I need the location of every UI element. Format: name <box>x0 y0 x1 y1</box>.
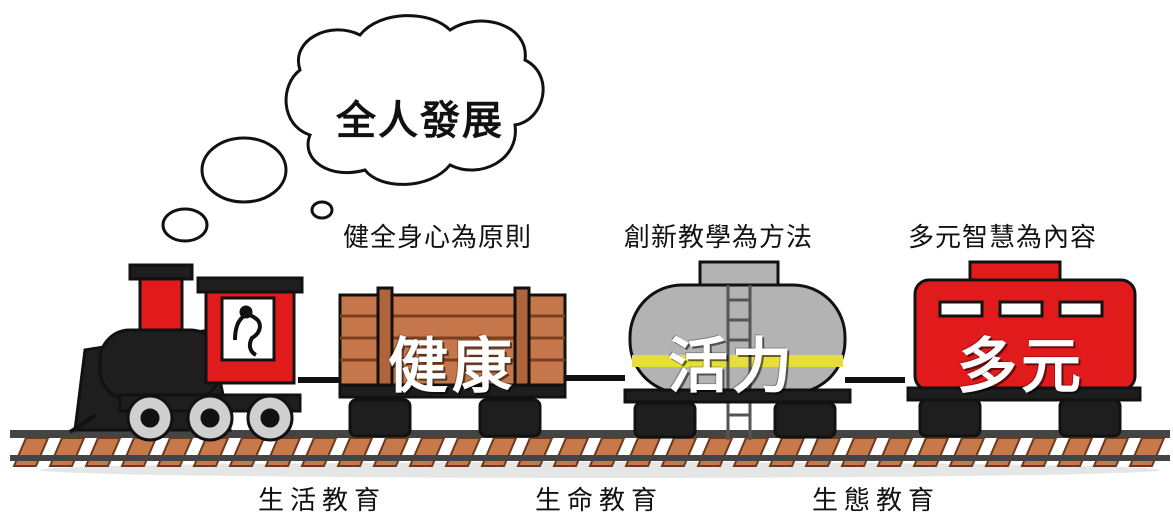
railway-tie <box>192 437 230 467</box>
car-2-name: 活力 <box>668 332 796 402</box>
railway-track <box>10 430 1170 467</box>
railway-tie <box>1020 437 1058 467</box>
bottom-label-1: 生活教育 <box>258 486 387 516</box>
railway-tie <box>156 437 194 467</box>
locomotive <box>68 263 304 442</box>
car-3-name: 多元 <box>957 332 1085 402</box>
railway-tie <box>480 437 518 467</box>
wood-car <box>338 286 567 438</box>
railway-tie <box>516 437 554 467</box>
railway-tie <box>588 437 626 467</box>
railway-tie <box>12 437 50 467</box>
railway-tie <box>84 437 122 467</box>
bottom-label-3: 生態教育 <box>812 486 941 516</box>
car-3-principle: 多元智慧為內容 <box>908 223 1098 253</box>
railway-tie <box>660 437 698 467</box>
railway-tie <box>372 437 410 467</box>
railway-tie <box>552 437 590 467</box>
tank-car <box>623 260 852 440</box>
railway-tie <box>1128 437 1166 467</box>
railway-tie <box>876 437 914 467</box>
car-2-principle: 創新教學為方法 <box>624 223 814 253</box>
railway-tie <box>264 437 302 467</box>
car-1-principle: 健全身心為原則 <box>343 223 533 253</box>
railway-tie <box>804 437 842 467</box>
railway-tie <box>768 437 806 467</box>
bottom-label-2: 生命教育 <box>535 486 664 516</box>
railway-tie <box>624 437 662 467</box>
railway-tie <box>912 437 950 467</box>
car-1-name: 健康 <box>388 332 516 402</box>
railway-tie <box>300 437 338 467</box>
railway-tie <box>48 437 86 467</box>
railway-tie <box>948 437 986 467</box>
railway-tie <box>1056 437 1094 467</box>
railway-tie <box>1092 437 1130 467</box>
railway-tie <box>696 437 734 467</box>
couplers <box>298 375 905 383</box>
railway-tie <box>984 437 1022 467</box>
railway-tie <box>444 437 482 467</box>
thought-text: 全人發展 <box>336 98 504 144</box>
railway-tie <box>408 437 446 467</box>
railway-tie <box>732 437 770 467</box>
railway-tie <box>840 437 878 467</box>
railway-tie <box>120 437 158 467</box>
railway-tie <box>228 437 266 467</box>
thought-cloud <box>161 14 545 243</box>
red-car <box>906 260 1142 438</box>
railway-tie <box>336 437 374 467</box>
